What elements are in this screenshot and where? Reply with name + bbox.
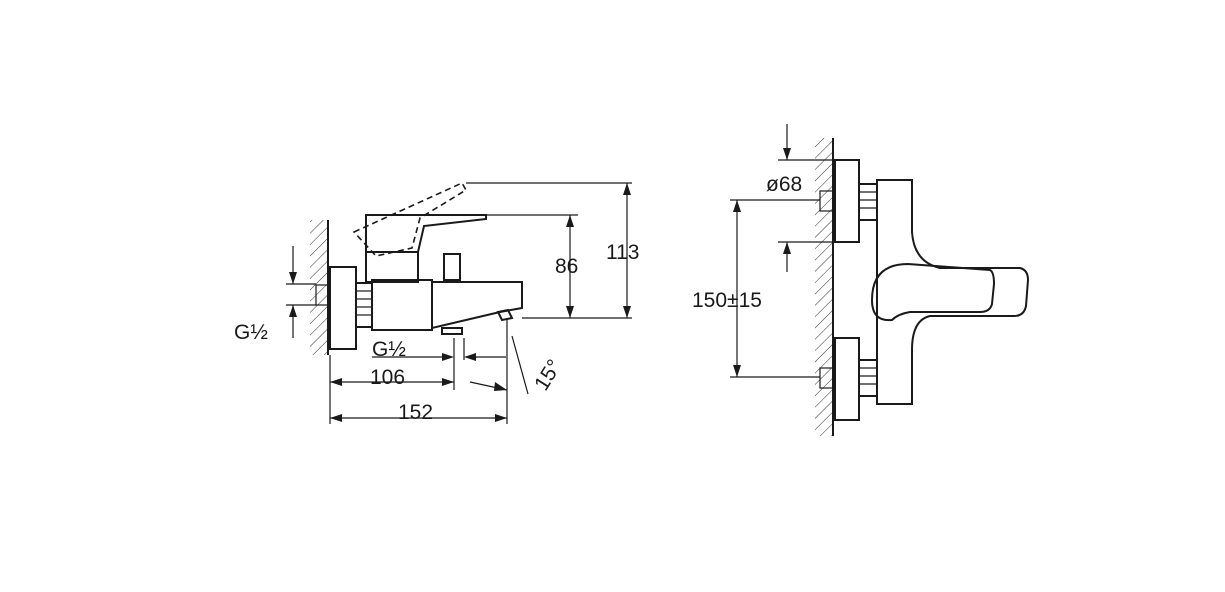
side-view: G½ G½ 106 152 86 113 15° <box>234 181 639 424</box>
arrow-outlet-right <box>464 353 476 361</box>
side-nut <box>355 282 373 328</box>
front-upper-nut <box>858 183 878 221</box>
label-dim-113: 113 <box>606 241 639 264</box>
front-lever-cap <box>870 262 996 322</box>
label-dim-106: 106 <box>370 366 405 389</box>
arrow-g-bottom <box>289 305 297 317</box>
side-lever <box>365 214 487 253</box>
label-angle-15: 15° <box>530 356 566 395</box>
side-inlet-stub <box>315 284 329 306</box>
side-lever-raised <box>352 181 468 257</box>
side-spout <box>431 281 523 330</box>
side-bottom-outlet <box>441 327 463 335</box>
arrow-152-right <box>495 414 507 422</box>
side-body <box>371 279 433 331</box>
front-upper-flange <box>834 159 860 243</box>
front-view: ø68 150±15 <box>692 124 1030 436</box>
label-g-half-bottom: G½ <box>372 338 406 361</box>
front-lower-flange <box>834 337 860 421</box>
arrow-113-bottom <box>623 306 631 318</box>
front-body <box>876 179 1030 405</box>
arrow-68-bottom <box>783 242 791 254</box>
side-diverter-knob <box>443 253 461 281</box>
side-spout-tip <box>496 308 514 322</box>
arrow-150-bottom <box>733 365 741 377</box>
front-lower-nut <box>858 359 878 397</box>
label-dim-86: 86 <box>555 255 578 278</box>
arrow-g-top <box>289 272 297 284</box>
side-cartridge <box>365 251 419 283</box>
front-lower-stub <box>819 367 834 389</box>
side-wall-hatch <box>310 220 328 355</box>
arrow-152-left <box>330 414 342 422</box>
label-dia-68: ø68 <box>766 173 802 196</box>
arrow-106-right <box>442 378 454 386</box>
arrow-tail-106 <box>494 382 507 391</box>
front-upper-stub <box>819 190 834 212</box>
front-wall-hatch <box>815 138 833 436</box>
arrow-86-bottom <box>566 306 574 318</box>
label-dim-150: 150±15 <box>692 289 762 312</box>
arrow-86-top <box>566 215 574 227</box>
arrow-68-top <box>783 148 791 160</box>
side-flange <box>329 266 357 350</box>
arrow-outlet-left <box>442 353 454 361</box>
label-dim-152: 152 <box>398 401 433 424</box>
angle-line-15 <box>511 335 529 395</box>
arrow-113-top <box>623 183 631 195</box>
arrow-150-top <box>733 200 741 212</box>
arrow-106-left <box>330 378 342 386</box>
label-g-half-left: G½ <box>234 321 268 344</box>
